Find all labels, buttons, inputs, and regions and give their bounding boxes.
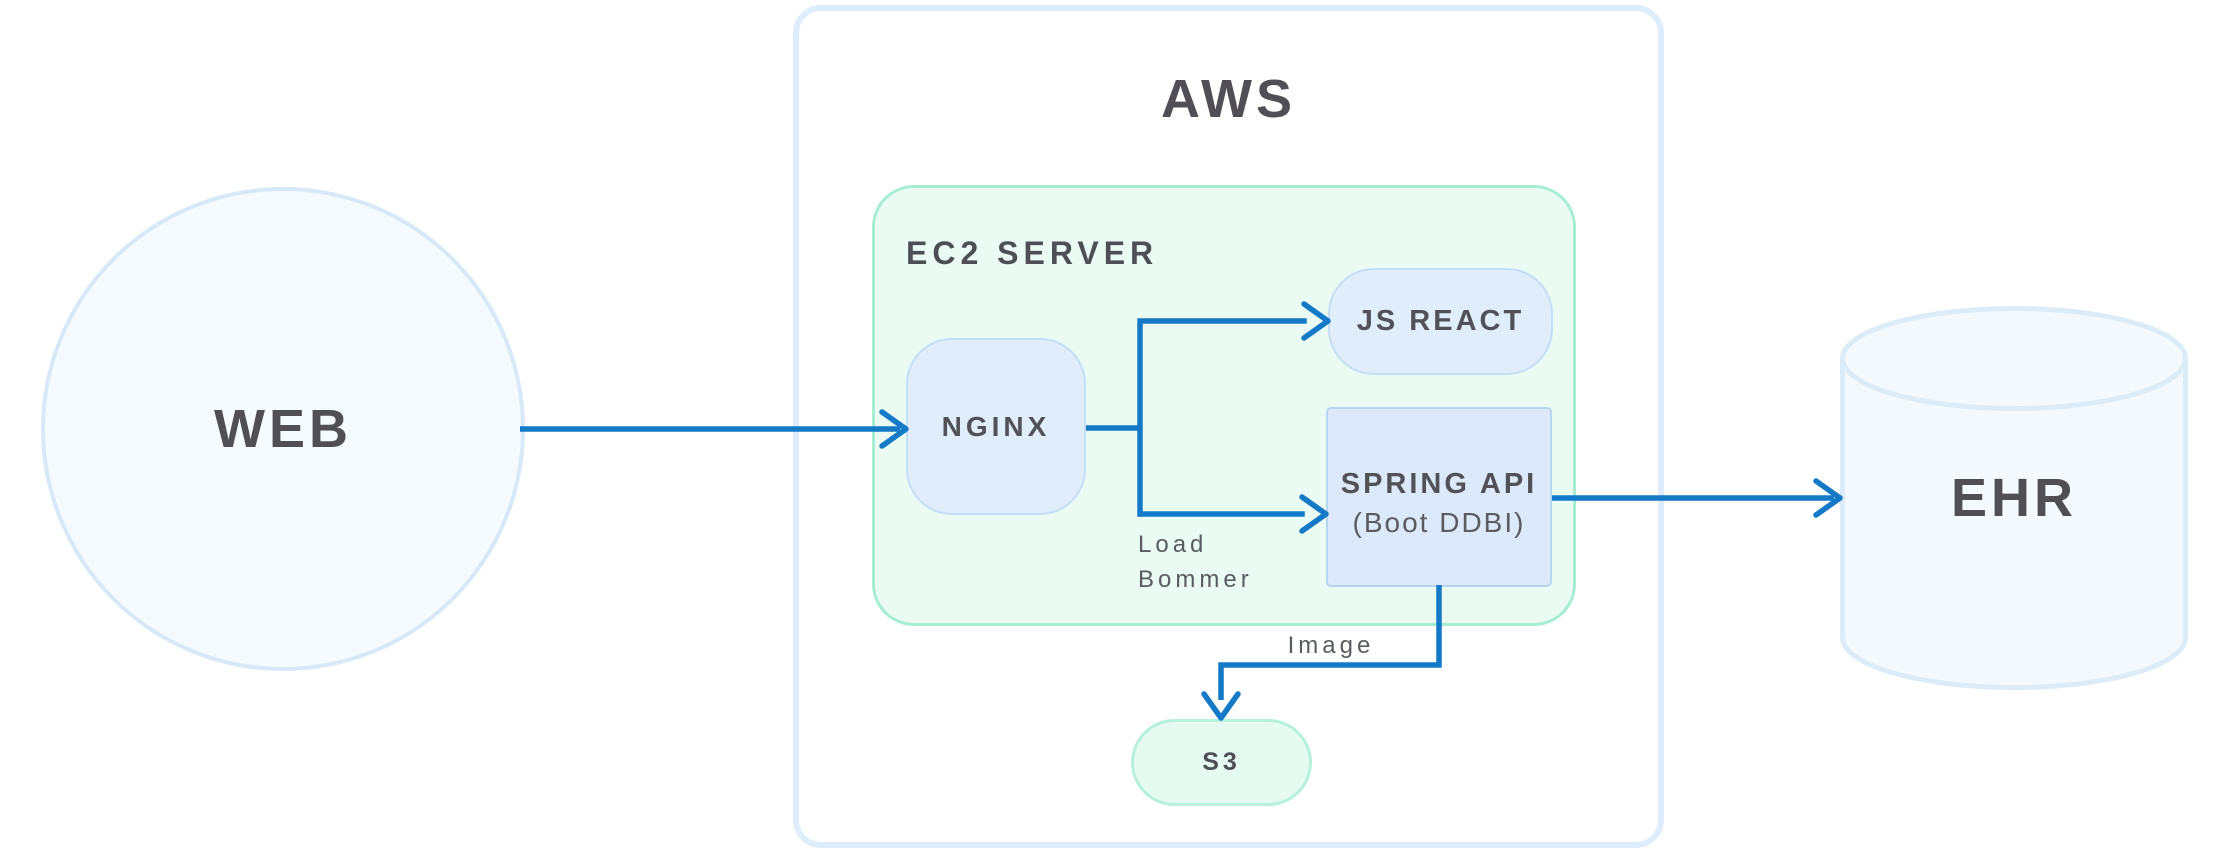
database-cylinder-icon — [1840, 306, 2188, 690]
web-label: WEB — [214, 399, 352, 459]
load-bommer-line2: Bommer — [1138, 566, 1253, 593]
web-node: WEB — [41, 187, 525, 671]
s3-label: S3 — [1202, 748, 1241, 776]
spring-api-label: SPRING API — [1340, 467, 1538, 500]
ehr-label-wrap: EHR — [1840, 306, 2188, 690]
ehr-node: EHR — [1840, 306, 2188, 690]
spring-api-sublabel: (Boot DDBI) — [1352, 506, 1526, 538]
load-bommer-line1: Load — [1138, 531, 1208, 558]
edge-spring-to-ehr-arrowhead — [1813, 478, 1843, 518]
s3-node: S3 — [1131, 719, 1312, 806]
spring-api-node: SPRING API (Boot DDBI) — [1326, 407, 1552, 587]
aws-label: AWS — [1160, 69, 1296, 129]
js-react-node: JS REACT — [1328, 268, 1553, 375]
js-react-label: JS REACT — [1356, 305, 1525, 337]
load-bommer-edge-label: Load Bommer — [1138, 527, 1253, 597]
nginx-node: NGINX — [906, 338, 1086, 515]
nginx-label: NGINX — [941, 410, 1051, 442]
ehr-label: EHR — [1950, 468, 2077, 528]
image-edge-label: Image — [1287, 632, 1375, 659]
ec2-server-label: EC2 SERVER — [906, 235, 1159, 271]
